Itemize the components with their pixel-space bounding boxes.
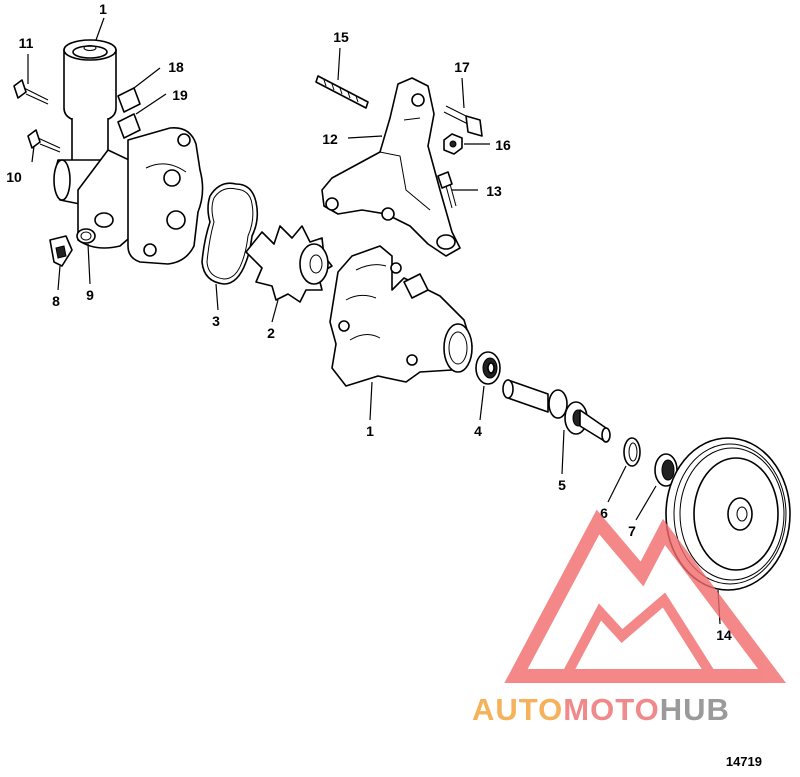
watermark-auto: AUTO: [472, 692, 563, 727]
callout-14: 14: [716, 627, 732, 643]
callout-12: 12: [322, 131, 338, 147]
callout-10: 10: [6, 169, 22, 185]
part-4-bearing: [475, 351, 501, 385]
part-14-pulley: [665, 437, 791, 591]
callout-18: 18: [168, 59, 184, 75]
part-2-impeller: [245, 225, 333, 303]
part-8-drain-plug: [49, 235, 73, 267]
callouts: 1 1 2 3 4 5 6 7 8 9 10 11 12 13 14 15 16…: [6, 1, 732, 643]
callout-7: 7: [628, 523, 636, 539]
callout-15: 15: [333, 29, 349, 45]
callout-2: 2: [267, 325, 275, 341]
callout-19: 19: [172, 87, 188, 103]
part-1-pump-body: [329, 245, 473, 387]
callout-4: 4: [474, 423, 482, 439]
part-7-seal: [654, 453, 678, 487]
watermark-moto: MOTO: [563, 692, 659, 727]
part-9-o-ring: [76, 228, 96, 244]
part-16-nut: [443, 133, 463, 155]
callout-16: 16: [495, 137, 511, 153]
watermark-triangle-icon: [504, 509, 786, 683]
callout-8: 8: [52, 293, 60, 309]
callout-1-body: 1: [366, 423, 374, 439]
callout-11: 11: [19, 35, 34, 51]
part-5-shaft: [502, 379, 611, 443]
part-1-housing-cover: [53, 39, 204, 265]
callout-13: 13: [486, 183, 502, 199]
part-13-bolt: [437, 171, 457, 209]
callout-3: 3: [212, 313, 220, 329]
part-12-bracket: [321, 77, 461, 257]
drawing-number: 14719: [726, 754, 762, 769]
part-11-screw: [13, 79, 49, 105]
watermark-logo: [504, 509, 786, 683]
part-15-stud: [315, 75, 369, 109]
callout-5: 5: [558, 477, 566, 493]
watermark-text: AUTOMOTOHUB: [472, 692, 730, 727]
part-6-seal: [623, 437, 641, 467]
callout-1-top: 1: [99, 1, 107, 17]
callout-17: 17: [454, 59, 470, 75]
part-3-gasket: [201, 182, 259, 285]
callout-6: 6: [600, 505, 608, 521]
callout-9: 9: [86, 287, 94, 303]
part-17-bolt: [443, 105, 483, 137]
watermark-inner-triangle-icon: [561, 592, 717, 679]
part-10-screw: [27, 129, 61, 153]
svg-text:AUTOMOTOHUB: AUTOMOTOHUB: [472, 692, 730, 727]
watermark-hub: HUB: [660, 692, 730, 727]
